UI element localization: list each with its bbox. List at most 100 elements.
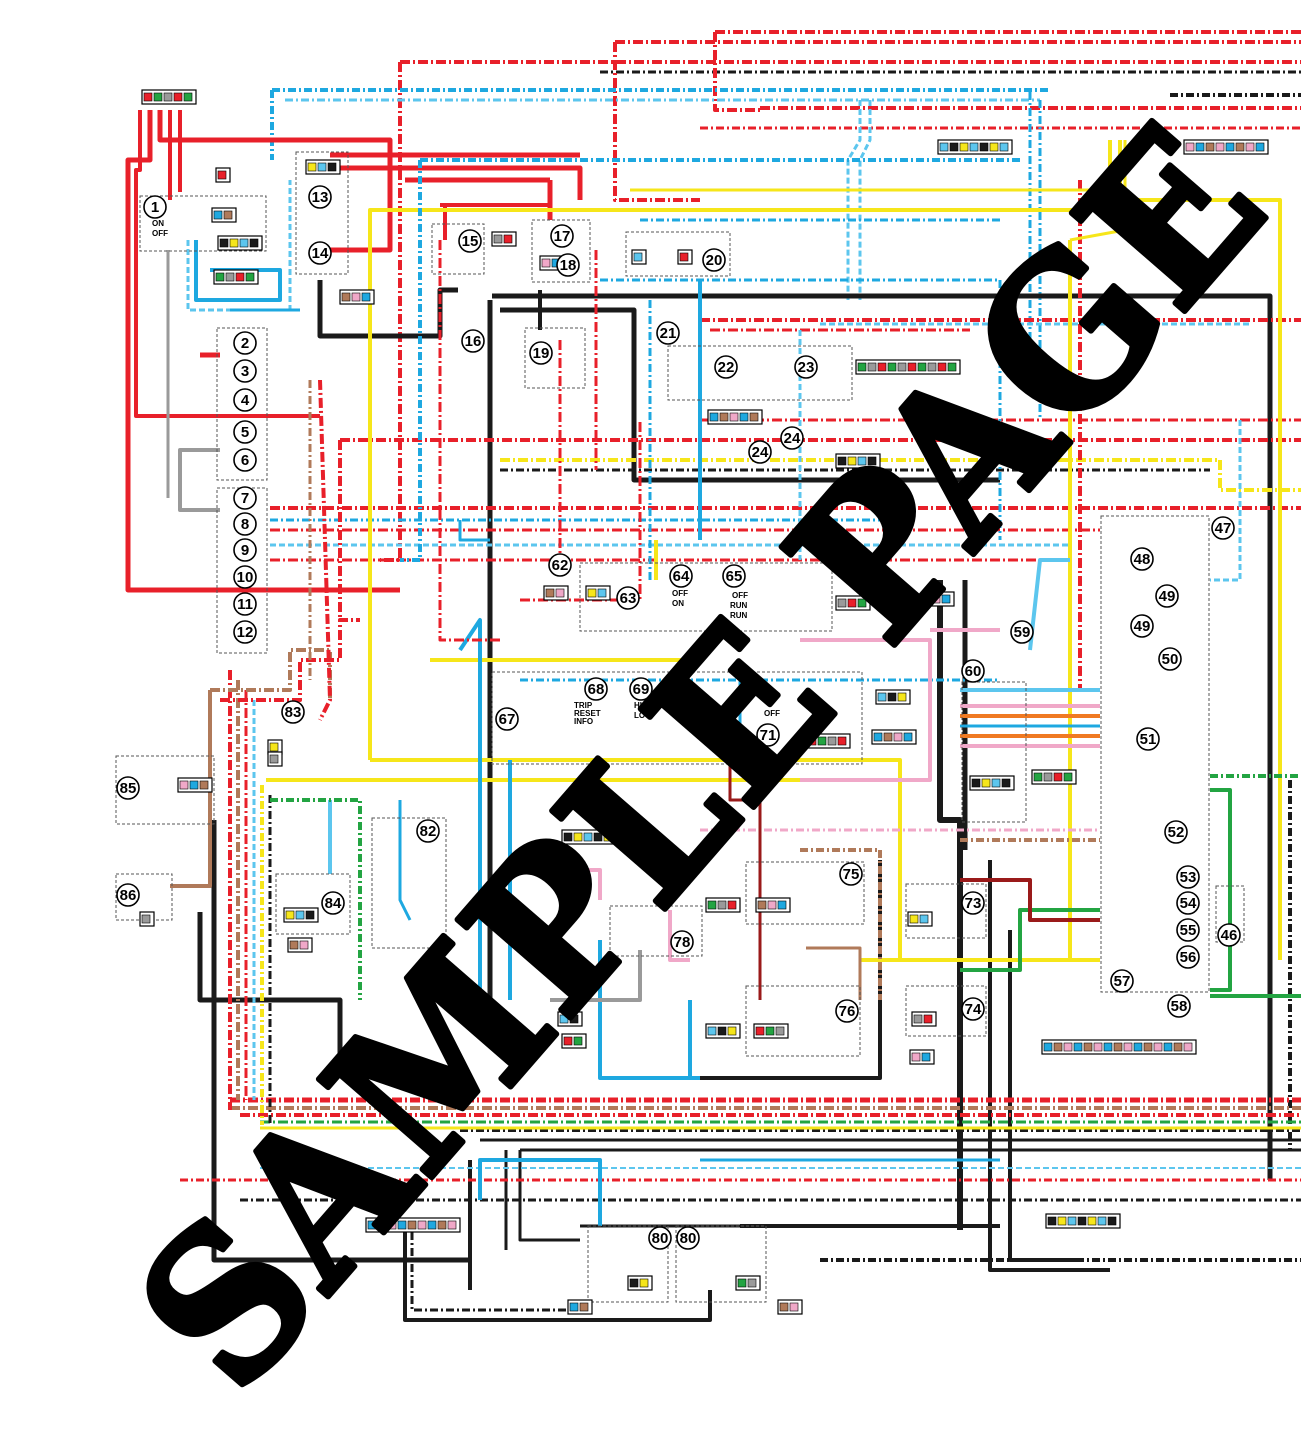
- wire-115: [478, 1158, 602, 1226]
- wire-111: [458, 520, 490, 542]
- component-number: 73: [961, 891, 985, 915]
- wire-69: [220, 618, 360, 702]
- component-number: 48: [1130, 547, 1154, 571]
- svg-text:60: 60: [965, 663, 982, 680]
- component-number: 63: [616, 586, 640, 610]
- component-number: 59: [1010, 620, 1034, 644]
- wire-121: [960, 908, 1100, 972]
- component-number: 47: [1211, 516, 1235, 540]
- component-number: 58: [1167, 994, 1191, 1018]
- connector-block-15: [835, 595, 871, 611]
- box-78: [609, 905, 703, 957]
- svg-text:3: 3: [241, 363, 249, 380]
- label-sw1-on: ON: [152, 219, 164, 228]
- connector-block-19: [871, 729, 917, 745]
- connector-block-38: [627, 1275, 653, 1291]
- wire-124: [806, 946, 862, 1000]
- svg-text:63: 63: [620, 590, 637, 607]
- connector-block-28: [1041, 1039, 1197, 1055]
- svg-text:70: 70: [691, 702, 708, 719]
- svg-text:56: 56: [1180, 949, 1197, 966]
- connector-block-34: [177, 777, 213, 793]
- wire-93: [430, 658, 682, 700]
- svg-text:74: 74: [965, 1001, 982, 1018]
- svg-text:19: 19: [533, 345, 550, 362]
- component-boxes: [115, 151, 1245, 1303]
- svg-text:73: 73: [965, 895, 982, 912]
- box-80a: [587, 1225, 669, 1303]
- component-number: 6: [233, 448, 257, 472]
- wire-137: [178, 448, 220, 512]
- svg-text:59: 59: [1014, 624, 1031, 641]
- component-number: 74: [961, 997, 985, 1021]
- connector-block-12: [855, 359, 961, 375]
- component-number: 9: [233, 538, 257, 562]
- svg-text:6: 6: [241, 452, 249, 469]
- connector-block-17: [875, 689, 911, 705]
- svg-text:1: 1: [151, 199, 159, 216]
- connector-block-37: [567, 1299, 593, 1315]
- connector-block-14: [585, 585, 611, 601]
- svg-text:49: 49: [1159, 588, 1176, 605]
- connector-block-46: [365, 1217, 461, 1233]
- svg-text:23: 23: [798, 359, 815, 376]
- connector-block-27: [753, 1023, 789, 1039]
- connector-block-20: [561, 829, 627, 845]
- wire-89: [1118, 140, 1282, 960]
- component-number: 21: [656, 321, 680, 345]
- label-sw69-hi: HI: [634, 701, 642, 710]
- wire-127: [800, 638, 932, 782]
- connector-block-13: [543, 585, 569, 601]
- svg-text:47: 47: [1215, 520, 1232, 537]
- connector-layer: [139, 89, 1269, 1315]
- svg-text:68: 68: [588, 681, 605, 698]
- component-number: 15: [458, 229, 482, 253]
- box-60: [961, 681, 1027, 823]
- svg-text:54: 54: [1180, 895, 1197, 912]
- connector-block-39: [735, 1275, 761, 1291]
- component-number: 12: [233, 620, 257, 644]
- wire-layer: [125, 30, 1301, 1322]
- svg-text:22: 22: [718, 359, 735, 376]
- svg-text:14: 14: [312, 245, 329, 262]
- label-sw68-trip: TRIP: [574, 701, 593, 710]
- connector-block-16: [929, 591, 955, 607]
- wire-96: [400, 160, 422, 562]
- connector-block-30: [1031, 769, 1077, 785]
- component-number: 56: [1176, 945, 1200, 969]
- label-sw69-lo: LO: [634, 711, 645, 720]
- svg-text:2: 2: [241, 335, 249, 352]
- connector-block-10: [707, 409, 763, 425]
- label-sw71-n: N: [712, 731, 718, 740]
- label-sw1-off: OFF: [152, 229, 168, 238]
- component-number: 24: [748, 440, 772, 464]
- svg-text:55: 55: [1180, 922, 1197, 939]
- connector-block-33: [139, 911, 155, 927]
- component-number: 5: [233, 420, 257, 444]
- label-sw72-off: OFF: [764, 709, 780, 718]
- wire-129: [668, 910, 690, 962]
- wire-41: [211, 820, 470, 1263]
- wire-17: [157, 110, 393, 253]
- component-number: 4: [233, 388, 257, 412]
- wire-48: [403, 1232, 712, 1322]
- svg-text:76: 76: [839, 1003, 856, 1020]
- wire-49: [410, 1232, 590, 1312]
- wire-98: [600, 278, 1002, 540]
- wire-117: [270, 798, 362, 1000]
- wire-44: [1008, 930, 1080, 1262]
- component-number: 55: [1176, 918, 1200, 942]
- connector-block-31: [287, 937, 313, 953]
- svg-text:20: 20: [706, 252, 723, 269]
- component-number: 49: [1130, 614, 1154, 638]
- box-62-65: [579, 562, 833, 632]
- connector-block-29: [969, 775, 1015, 791]
- component-number: 10: [233, 565, 257, 589]
- svg-text:5: 5: [241, 424, 249, 441]
- component-number: 20: [702, 248, 726, 272]
- svg-text:84: 84: [325, 895, 342, 912]
- wire-88: [368, 140, 1112, 760]
- svg-text:80: 80: [652, 1230, 669, 1247]
- box-85: [115, 755, 215, 825]
